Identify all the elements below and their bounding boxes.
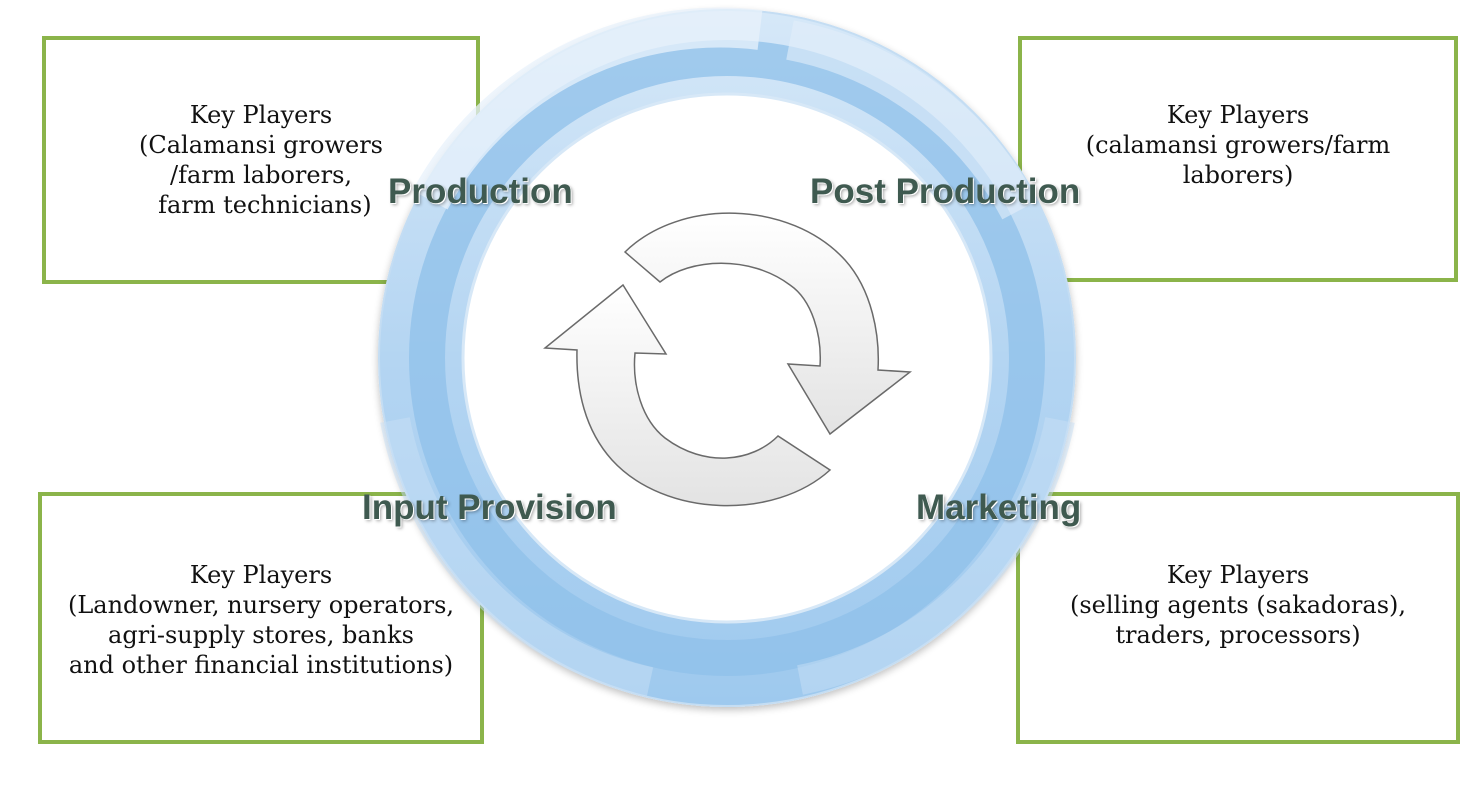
box-line: (calamansi growers/farm <box>1085 131 1391 159</box>
box-line: traders, processors) <box>1115 621 1361 649</box>
cycle-arrow-clockwise <box>623 212 913 436</box>
box-line: and other financial institutions) <box>68 651 454 679</box>
key-players-box-post-production: Key Players (calamansi growers/farm labo… <box>1018 36 1458 282</box>
box-line: (selling agents (sakadoras), <box>1069 591 1407 619</box>
key-players-box-input-provision: Key Players (Landowner, nursery operator… <box>38 492 484 744</box>
box-line: (Landowner, nursery operators, <box>67 591 455 619</box>
box-line: Key Players <box>189 561 333 589</box>
stage-label-post-production: Post Production <box>810 172 1081 211</box>
box-line: Key Players <box>189 101 333 129</box>
cycle-arrow-counter <box>543 283 832 507</box>
box-line: laborers) <box>1182 161 1294 189</box>
box-line: Key Players <box>1166 101 1310 129</box>
box-line: agri-supply stores, banks <box>108 621 414 649</box>
key-players-box-marketing: Key Players (selling agents (sakadoras),… <box>1016 492 1460 744</box>
stage-label-input-provision: Input Provision <box>362 488 617 527</box>
stage-label-production: Production <box>388 172 573 211</box>
cycle-ring <box>378 7 1076 707</box>
box-line: (Calamansi growers <box>139 131 383 159</box>
box-line: Key Players <box>1166 561 1310 589</box>
box-line: farm technicians) <box>150 191 372 219</box>
cycle-arrows-icon <box>543 212 913 507</box>
key-players-box-production: Key Players (Calamansi growers /farm lab… <box>42 36 480 284</box>
stage-label-marketing: Marketing <box>916 488 1082 527</box>
box-line: /farm laborers, <box>169 161 353 189</box>
